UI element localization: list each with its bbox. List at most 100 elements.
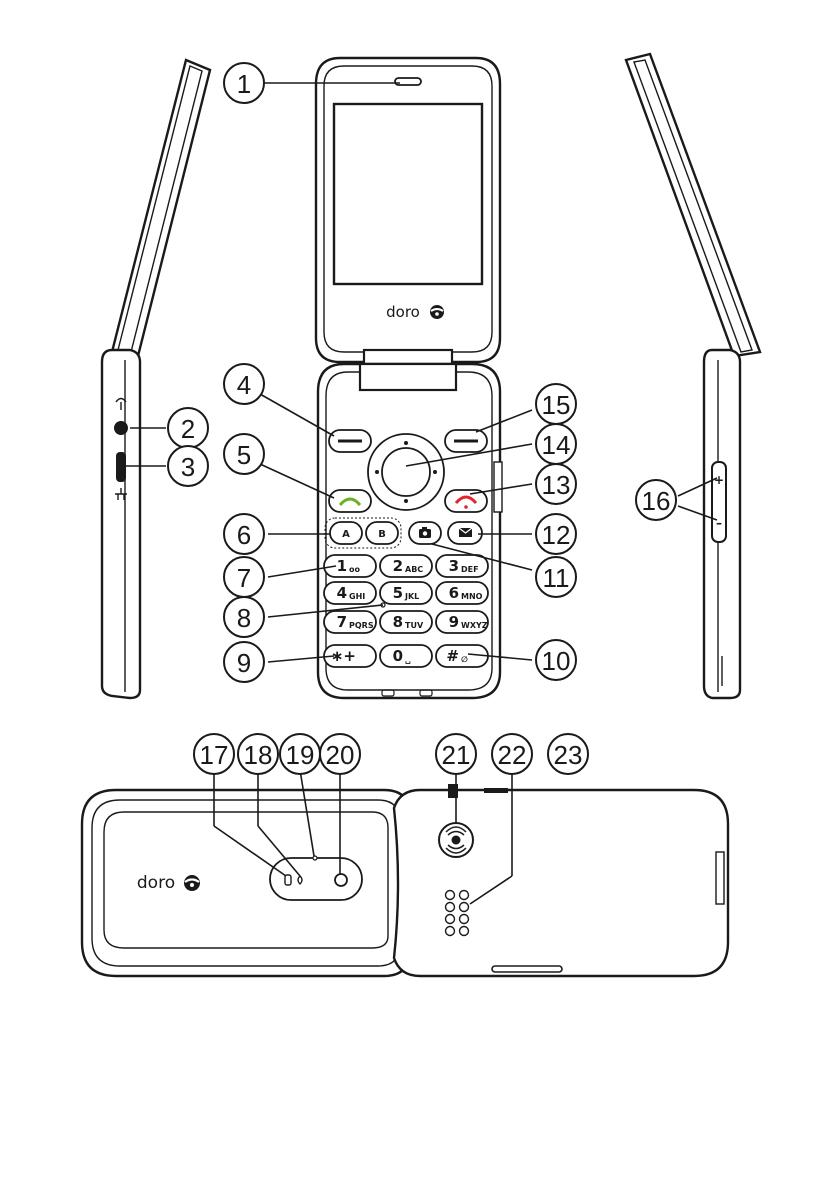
keypad-key-sub-label: ABC [405, 565, 423, 574]
callout-6: 6 [224, 514, 264, 554]
callout-label: 1 [237, 69, 251, 99]
keypad-key-sub-label: JKL [404, 592, 419, 601]
ok-key[interactable] [382, 448, 430, 496]
keypad-key-sub-label: MNO [461, 592, 483, 601]
headset-socket-icon [114, 421, 128, 435]
display-screen [334, 104, 482, 284]
right-side-view: + – [626, 54, 760, 698]
volume-down-symbol: – [716, 516, 722, 530]
speed-dial-a-label: A [342, 529, 350, 540]
keypad-key-sub-label: WXYZ [461, 621, 488, 630]
doro-logo-icon [430, 305, 444, 319]
keypad-key-11[interactable]: 0␣ [380, 645, 432, 667]
left-side-view [102, 60, 210, 698]
callout-label: 7 [237, 563, 251, 593]
speed-dial-b-label: B [378, 529, 386, 540]
callout-label: 21 [442, 740, 471, 770]
callout-label: 19 [286, 740, 315, 770]
keypad-key-main-label: 9 [449, 613, 459, 631]
doro-back-logo-icon [184, 875, 200, 891]
callout-3: 3 [168, 446, 208, 486]
keypad-key-sub-label: DEF [461, 565, 479, 574]
keypad-key-sub-label: ∅ [461, 655, 468, 664]
callout-1: 1 [224, 63, 264, 103]
callout-10: 10 [536, 640, 576, 680]
keypad-key-main-label: 1 [337, 557, 347, 575]
external-display-window [270, 858, 362, 900]
keypad-key-main-label: 0 [393, 647, 403, 665]
callout-21: 21 [436, 734, 476, 774]
speaker-hole [446, 891, 455, 900]
camera-lens [335, 874, 347, 886]
keypad-key-sub-label: GHI [349, 592, 365, 601]
call-key[interactable] [329, 490, 371, 512]
callout-22: 22 [492, 734, 532, 774]
callout-label: 17 [200, 740, 229, 770]
keypad-key-main-label: 8 [393, 613, 403, 631]
callout-label: 4 [237, 370, 251, 400]
envelope-icon [459, 528, 472, 537]
callout-label: 2 [181, 414, 195, 444]
keypad-key-sub-label: οο [349, 565, 360, 574]
callout-16: 16 [636, 480, 676, 520]
back-body-view [394, 784, 728, 976]
speaker-hole [446, 927, 455, 936]
callout-2: 2 [168, 408, 208, 448]
callout-label: 16 [642, 486, 671, 516]
callout-12: 12 [536, 514, 576, 554]
callout-label: 22 [498, 740, 527, 770]
keypad-key-main-label: 4 [337, 584, 347, 602]
callout-label: 11 [543, 563, 570, 593]
callout-label: 5 [237, 440, 251, 470]
callout-11: 11 [536, 557, 576, 597]
callout-9: 9 [224, 642, 264, 682]
keypad-key-main-label: # [446, 647, 459, 665]
front-view: doro A B [316, 58, 502, 698]
keypad-key-sub-label: TUV [405, 621, 424, 630]
callout-14: 14 [536, 424, 576, 464]
speaker-hole [446, 915, 455, 924]
callout-5: 5 [224, 434, 264, 474]
callout-label: 14 [542, 430, 571, 460]
callout-18: 18 [238, 734, 278, 774]
callout-15: 15 [536, 384, 576, 424]
callout-label: 18 [244, 740, 273, 770]
front-brand-text: doro [386, 303, 420, 321]
keypad-key-main-label: 5 [393, 584, 403, 602]
callout-17: 17 [194, 734, 234, 774]
keypad-key-12[interactable]: #∅ [436, 645, 488, 667]
callout-label: 6 [237, 520, 251, 550]
callout-label: 10 [542, 646, 571, 676]
back-lid-view: doro [82, 790, 414, 976]
callout-label: 20 [326, 740, 355, 770]
charging-socket-icon [116, 452, 126, 482]
callout-19: 19 [280, 734, 320, 774]
indicator-light [313, 856, 317, 860]
callout-label: 15 [542, 390, 571, 420]
callout-8: 8 [224, 597, 264, 637]
keypad-key-main-label: 3 [449, 557, 459, 575]
speaker-hole [460, 903, 469, 912]
callout-label: 12 [542, 520, 571, 550]
keypad-key-main-label: 7 [337, 613, 347, 631]
volume-up-symbol: + [714, 473, 724, 487]
callout-4: 4 [224, 364, 264, 404]
speaker-hole [460, 891, 469, 900]
flash-light-icon [285, 875, 291, 885]
keypad-key-main-label: 6 [449, 584, 459, 602]
callout-label: 13 [542, 470, 571, 500]
keypad-key-sub-label: PQRS [349, 621, 374, 630]
keypad-key-sub-label: ␣ [405, 655, 411, 664]
speaker-hole [446, 903, 455, 912]
speaker-hole [460, 927, 469, 936]
callout-20: 20 [320, 734, 360, 774]
